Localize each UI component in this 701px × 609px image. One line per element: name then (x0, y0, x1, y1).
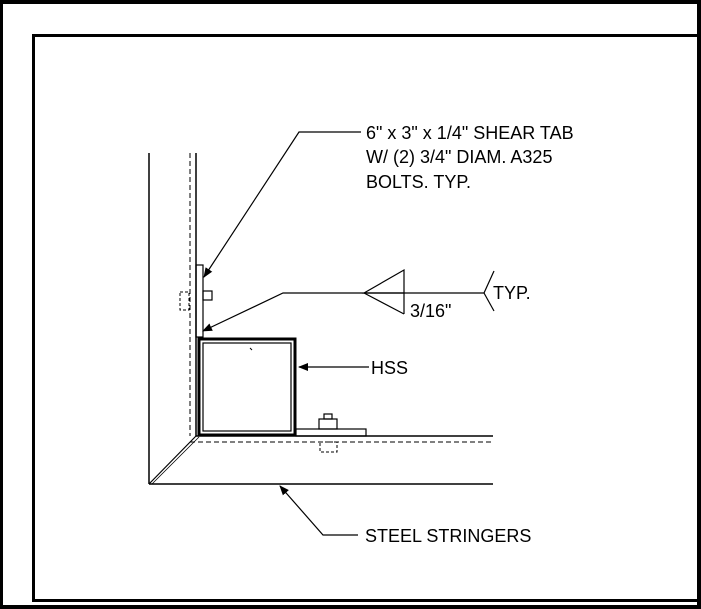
drawing-inner-border (32, 34, 698, 602)
left-stringer (148, 153, 197, 484)
hss-label: HSS (371, 358, 408, 378)
weld-size-label: 3/16" (410, 301, 451, 321)
shear-tab-leader (203, 131, 361, 278)
stringers-leader (279, 485, 358, 536)
bottom-stringer (148, 435, 493, 485)
hss-section (197, 337, 297, 437)
shear-tab-label-line3: BOLTS. TYP. (366, 172, 471, 192)
shear-tab-label-line2: W/ (2) 3/4" DIAM. A325 (366, 147, 552, 167)
shear-tab-vertical (179, 264, 213, 338)
weld-typ-label: TYP. (493, 283, 531, 303)
shear-tab-horizontal (295, 413, 367, 453)
shear-tab-label-line1: 6" x 3" x 1/4" SHEAR TAB (366, 123, 574, 143)
stringers-label: STEEL STRINGERS (365, 526, 531, 546)
weld-symbol (202, 268, 495, 332)
